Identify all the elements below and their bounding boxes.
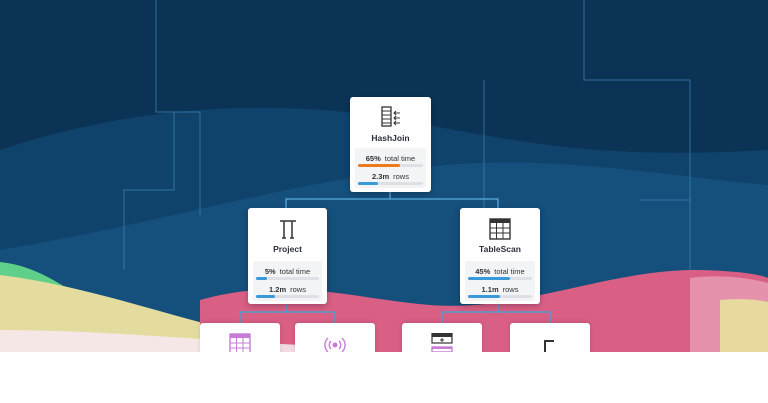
time-bar	[468, 277, 532, 280]
time-value: 5%	[264, 267, 276, 276]
rows-bar-fill	[256, 295, 275, 298]
rows-value: 1.1m	[481, 285, 499, 294]
rows-bar	[358, 182, 423, 185]
node-title: HashJoin	[371, 133, 410, 143]
time-value: 65%	[365, 154, 381, 163]
time-bar-fill	[358, 164, 401, 167]
time-metric: 5%total time	[253, 267, 322, 276]
corner-bracket-icon	[544, 340, 554, 353]
rows-label: rows	[502, 285, 519, 294]
table-icon	[489, 218, 511, 240]
time-label: total time	[279, 267, 311, 276]
rows-bar-fill	[468, 295, 500, 298]
time-metric: 65%total time	[355, 154, 426, 163]
rows-value: 1.2m	[269, 285, 287, 294]
rows-value: 2.3m	[372, 172, 390, 181]
time-label: total time	[384, 154, 416, 163]
bottom-fade	[0, 352, 768, 403]
time-label: total time	[494, 267, 525, 276]
time-value: 45%	[475, 267, 491, 276]
rows-bar-fill	[358, 182, 378, 185]
hash-join-icon	[380, 106, 400, 127]
time-bar-fill	[468, 277, 510, 280]
rows-bar	[468, 295, 532, 298]
rows-label: rows	[290, 285, 306, 294]
node-title: TableScan	[479, 244, 521, 254]
node-title: Project	[273, 244, 302, 254]
time-bar-fill	[256, 277, 268, 280]
time-metric: 45%total time	[465, 267, 535, 276]
pi-icon	[279, 220, 296, 239]
rows-bar	[256, 295, 319, 298]
time-bar	[358, 164, 423, 167]
time-bar	[256, 277, 319, 280]
broadcast-icon	[324, 337, 346, 353]
rows-label: rows	[393, 172, 409, 181]
